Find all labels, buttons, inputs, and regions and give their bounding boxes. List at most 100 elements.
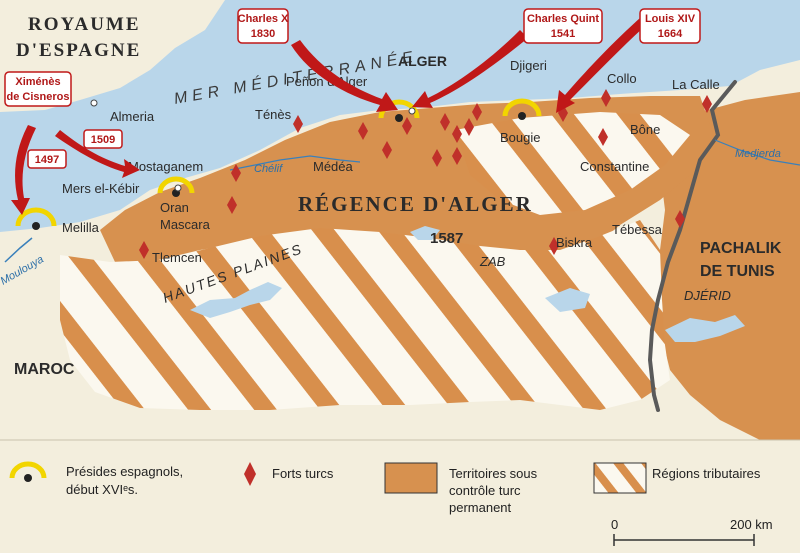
fort-marker <box>293 115 303 133</box>
fort-marker <box>472 103 482 121</box>
callout-1509: 1509 <box>83 129 123 149</box>
city-medea: Médéa <box>313 159 354 174</box>
river-chelif <box>229 155 361 171</box>
legend-forts: Forts turcs <box>244 462 334 486</box>
mers-el-kebir-dot <box>174 184 182 192</box>
chott-middle <box>410 226 440 240</box>
arrows-layer <box>11 18 646 215</box>
forts-layer <box>139 89 712 259</box>
fort-marker <box>402 117 412 135</box>
fort-marker <box>702 95 712 113</box>
maroc-label: MAROC <box>14 361 75 378</box>
callout-charles-x: Charles X 1830 <box>237 8 289 44</box>
fort-marker <box>675 210 685 228</box>
svg-text:Régions tributaires: Régions tributaires <box>652 466 761 481</box>
arrow-1509 <box>55 130 140 178</box>
chott-south <box>545 288 590 312</box>
fort-marker <box>598 128 608 146</box>
presides-melilla <box>15 207 57 230</box>
fort-marker <box>452 147 462 165</box>
city-bone: Bône <box>630 122 660 137</box>
city-tenes: Ténès <box>255 107 292 122</box>
tributary-region <box>60 220 670 410</box>
arrow-charles-quint <box>412 30 528 108</box>
tunis-label-1: PACHALIK <box>700 240 782 257</box>
almeria-dot <box>90 99 98 107</box>
fort-marker <box>464 118 474 136</box>
city-alger: ALGER <box>398 53 447 69</box>
city-tlemcen: Tlemcen <box>152 250 202 265</box>
tunis-border <box>647 80 737 412</box>
svg-text:début XVIᵉs.: début XVIᵉs. <box>66 482 138 497</box>
spain-label-2: D'ESPAGNE <box>16 40 141 61</box>
fort-marker <box>452 125 462 143</box>
presides-bougie <box>502 98 542 120</box>
fort-marker <box>382 141 392 159</box>
presides-alger <box>378 99 420 122</box>
spain-label-1: ROYAUME <box>28 14 141 35</box>
fort-marker <box>139 241 149 259</box>
arrow-louis-xiv <box>556 18 646 113</box>
legend-tributaires: Régions tributaires <box>593 462 761 494</box>
river-moulouya <box>4 237 33 263</box>
svg-text:Territoires sous: Territoires sous <box>449 466 538 481</box>
callout-ximenes: Ximénès de Cisneros <box>4 71 72 107</box>
svg-text:Louis XIV: Louis XIV <box>645 13 696 25</box>
fort-marker <box>549 237 559 255</box>
fort-marker <box>231 164 241 182</box>
regence-label: RÉGENCE D'ALGER <box>298 192 533 216</box>
city-collo: Collo <box>607 71 637 86</box>
callout-louis-xiv: Louis XIV 1664 <box>639 8 701 44</box>
legend-presides: Présides espagnols, début XVIᵉs. <box>9 461 183 497</box>
svg-text:1664: 1664 <box>658 28 683 40</box>
svg-text:Présides espagnols,: Présides espagnols, <box>66 464 183 479</box>
fort-marker <box>440 113 450 131</box>
medjerda-label: Medjerda <box>735 148 781 160</box>
fort-marker <box>358 122 368 140</box>
djerid-label: DJÉRID <box>684 288 731 303</box>
svg-text:Charles X: Charles X <box>238 13 289 25</box>
svg-text:permanent: permanent <box>449 500 512 515</box>
city-constantine: Constantine <box>580 159 649 174</box>
tunis-label-2: DE TUNIS <box>700 263 775 280</box>
city-mostaganem: Mostaganem <box>128 159 203 174</box>
callout-charles-quint: Charles Quint 1541 <box>523 8 603 44</box>
legend-territoires: Territoires sous contrôle turc permanent <box>384 462 538 515</box>
callout-1497: 1497 <box>27 149 67 169</box>
city-oran: Oran <box>160 200 189 215</box>
fort-marker <box>432 149 442 167</box>
chelif-label: Chélif <box>254 163 283 175</box>
fort-marker <box>601 89 611 107</box>
arrow-1497 <box>11 125 36 215</box>
tributary-upper <box>455 112 690 215</box>
city-djigeri: Djigeri <box>510 58 547 73</box>
city-la-calle: La Calle <box>672 77 720 92</box>
svg-text:de Cisneros: de Cisneros <box>7 91 70 103</box>
city-almeria: Almeria <box>110 109 155 124</box>
svg-text:1830: 1830 <box>251 28 275 40</box>
svg-text:1541: 1541 <box>551 28 575 40</box>
city-bougie: Bougie <box>500 130 540 145</box>
svg-text:Charles Quint: Charles Quint <box>527 13 599 25</box>
city-mers-el-kebir: Mers el-Kébir <box>62 181 140 196</box>
svg-text:Forts turcs: Forts turcs <box>272 466 334 481</box>
chott-djerid <box>665 315 745 342</box>
svg-text:200 km: 200 km <box>730 517 773 532</box>
river-medjerda <box>714 139 800 166</box>
legend-band <box>0 440 800 553</box>
svg-text:Ximénès: Ximénès <box>15 76 60 88</box>
legend-scale: 0 200 km <box>611 517 773 546</box>
svg-text:contrôle turc: contrôle turc <box>449 483 521 498</box>
svg-text:1509: 1509 <box>91 134 115 146</box>
city-biskra: Biskra <box>556 235 593 250</box>
arrow-charles-x <box>291 40 398 112</box>
svg-text:1497: 1497 <box>35 154 59 166</box>
city-tebessa: Tébessa <box>612 222 663 237</box>
zab-label: ZAB <box>479 254 506 269</box>
city-melilla: Melilla <box>62 220 100 235</box>
fort-marker <box>227 196 237 214</box>
svg-text:0: 0 <box>611 517 618 532</box>
city-mascara: Mascara <box>160 217 211 232</box>
penon-dot <box>408 107 416 115</box>
